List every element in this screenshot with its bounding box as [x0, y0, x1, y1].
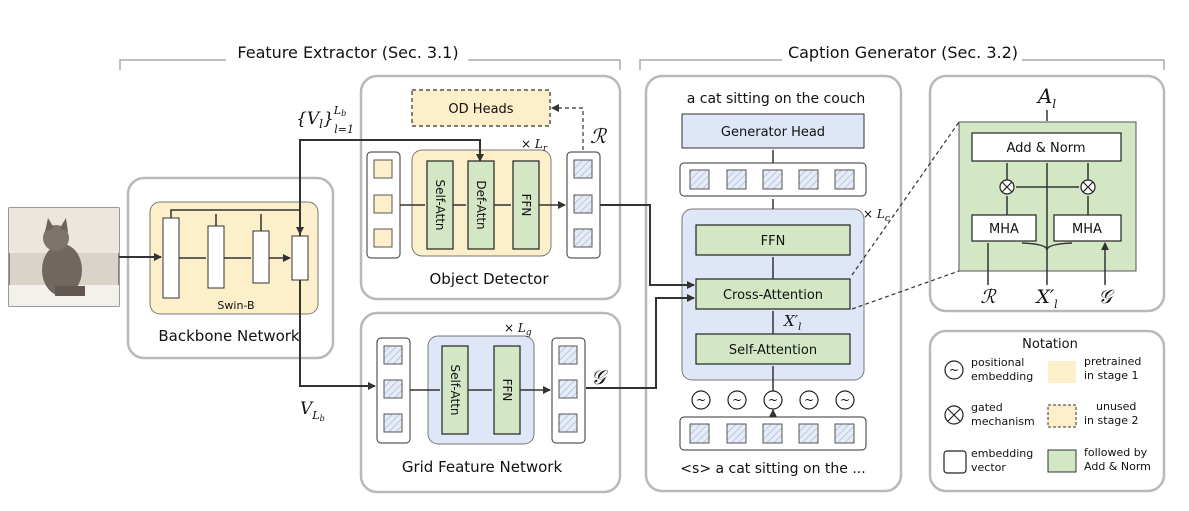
- pretrained-swatch: [1048, 361, 1076, 383]
- od-heads-box: [411, 89, 551, 127]
- object-detector-title: Object Detector: [430, 270, 550, 288]
- od-ffn-block: [512, 160, 540, 250]
- notation-item-4-line2: in stage 1: [1084, 369, 1139, 382]
- grid-ffn-label: FFN: [500, 379, 514, 402]
- embedding-vector-icon: [943, 450, 967, 474]
- gated-mechanism-icon: [944, 405, 964, 425]
- self-attention-block: [695, 333, 851, 365]
- feature-extractor-header: Feature Extractor (Sec. 3.1): [119, 43, 621, 70]
- od-heads-dashed-arrow: [551, 104, 584, 150]
- notation-item-6-line2: Add & Norm: [1084, 460, 1151, 473]
- svg-text:~: ~: [696, 393, 706, 407]
- caption-generator-title: Caption Generator (Sec. 3.2): [788, 43, 1018, 62]
- grid-to-cross-attention-arrow: [586, 294, 695, 389]
- backbone-network-title: Backbone Network: [158, 327, 300, 345]
- caption-ffn-label: FFN: [761, 234, 786, 249]
- detail-region-input: ℛ: [980, 286, 997, 308]
- region-to-cross-attention-arrow: [600, 204, 695, 289]
- od-self-attn-label: Self-Attn: [433, 180, 447, 231]
- svg-text:~: ~: [840, 393, 850, 407]
- mha-right-label: MHA: [1072, 222, 1102, 237]
- grid-network-title: Grid Feature Network: [402, 458, 563, 476]
- od-def-attn-block: [467, 160, 495, 250]
- caption-input-text: <s> a cat sitting on the ...: [680, 461, 865, 477]
- notation-item-1-line2: embedding: [971, 370, 1033, 383]
- detail-output-symbol: Al: [1036, 84, 1056, 111]
- self-attention-label: Self-Attention: [729, 343, 817, 358]
- notation-item-2-line2: mechanism: [971, 415, 1035, 428]
- input-cat-image: [8, 207, 120, 307]
- feature-extractor-title: Feature Extractor (Sec. 3.1): [237, 43, 458, 62]
- caption-generator-header: Caption Generator (Sec. 3.2): [639, 43, 1165, 70]
- swin-b-label: Swin-B: [217, 299, 254, 312]
- svg-text:~: ~: [949, 363, 959, 377]
- mha-left-label: MHA: [989, 222, 1019, 237]
- last-level-features-arrow: [299, 280, 376, 390]
- region-symbol: ℛ: [590, 124, 608, 148]
- mha-left-block: [971, 214, 1037, 242]
- od-ffn-label: FFN: [519, 194, 533, 217]
- caption-repeat-label: × Lc: [863, 207, 890, 224]
- detail-grid-input: 𝒢: [1098, 286, 1115, 308]
- od-heads-label: OD Heads: [448, 102, 513, 117]
- add-norm-label: Add & Norm: [1006, 141, 1085, 156]
- caption-ffn-block: [695, 224, 851, 256]
- positional-embeddings: ~ ~ ~ ~ ~: [691, 390, 855, 410]
- generator-head-block: [681, 113, 865, 149]
- generator-head-label: Generator Head: [721, 125, 825, 140]
- svg-text:~: ~: [732, 393, 742, 407]
- grid-repeat-label: × Lg: [504, 321, 532, 338]
- notation-item-4-line1: pretrained: [1084, 355, 1141, 368]
- grid-self-attn-block: [441, 345, 469, 435]
- backbone-stages: [162, 209, 309, 299]
- svg-text:~: ~: [804, 393, 814, 407]
- notation-item-6-line1: followed by: [1084, 446, 1148, 459]
- unused-swatch: [1047, 404, 1077, 428]
- svg-text:~: ~: [768, 393, 778, 407]
- grid-ffn-block: [493, 345, 521, 435]
- cross-attention-block: [695, 278, 851, 310]
- last-level-features-label: VLb: [300, 399, 325, 423]
- grid-symbol: 𝒢: [591, 365, 609, 389]
- notation-item-1-line1: positional: [971, 356, 1024, 369]
- multi-level-features-arrow: [299, 139, 484, 236]
- add-norm-swatch: [1047, 449, 1077, 473]
- notation-item-3-line2: vector: [971, 461, 1006, 474]
- notation-item-2-line1: gated: [971, 401, 1003, 414]
- detail-x-input: X′l: [1034, 286, 1058, 311]
- notation-item-5-line1: unused: [1096, 400, 1136, 413]
- grid-self-attn-label: Self-Attn: [448, 365, 462, 416]
- cross-attention-label: Cross-Attention: [723, 288, 823, 303]
- notation-item-3-line1: embedding: [971, 447, 1033, 460]
- od-def-attn-label: Def-Attn: [474, 180, 488, 229]
- notation-title: Notation: [1022, 337, 1078, 352]
- add-norm-block: [971, 132, 1122, 162]
- positional-embedding-icon: ~: [944, 360, 964, 380]
- notation-panel: [928, 329, 1166, 493]
- od-repeat-label: × Lr: [521, 137, 548, 154]
- zoom-lines: [851, 121, 960, 310]
- notation-item-5-line2: in stage 2: [1084, 414, 1139, 427]
- x-prime-label: X′l: [783, 312, 801, 333]
- caption-output-text: a cat sitting on the couch: [687, 91, 866, 107]
